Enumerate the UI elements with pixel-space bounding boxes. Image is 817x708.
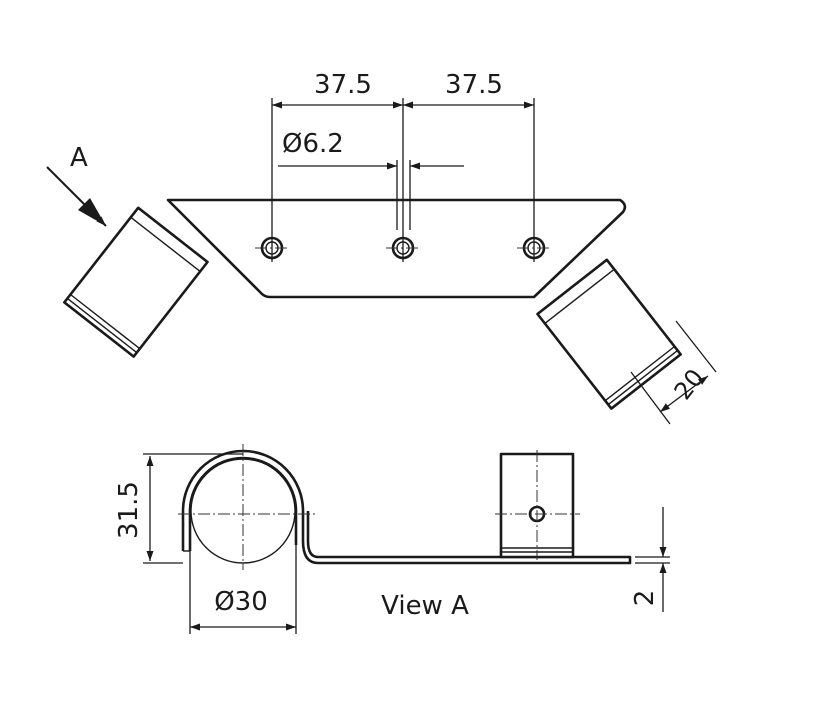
view-a: 31.5 Ø30 2 View A	[114, 444, 670, 634]
dim-clip-height: 31.5	[114, 481, 144, 539]
left-clip	[63, 206, 209, 358]
dim-clip-diameter: Ø30	[214, 587, 268, 617]
side-clip	[495, 450, 580, 560]
top-view: 37.5 37.5 Ø6.2 A 20	[46, 70, 717, 425]
right-clip	[536, 258, 682, 410]
svg-text:20: 20	[669, 364, 710, 405]
view-title: View A	[381, 591, 469, 621]
clip-profile	[181, 449, 632, 565]
dim-hole-spacing-left: 37.5	[314, 70, 372, 100]
dim-hole-diameter: Ø6.2	[282, 129, 344, 159]
view-arrow-label: A	[70, 143, 88, 173]
dim-plate-thickness: 2	[630, 590, 660, 607]
dim-hole-spacing-right: 37.5	[445, 70, 503, 100]
